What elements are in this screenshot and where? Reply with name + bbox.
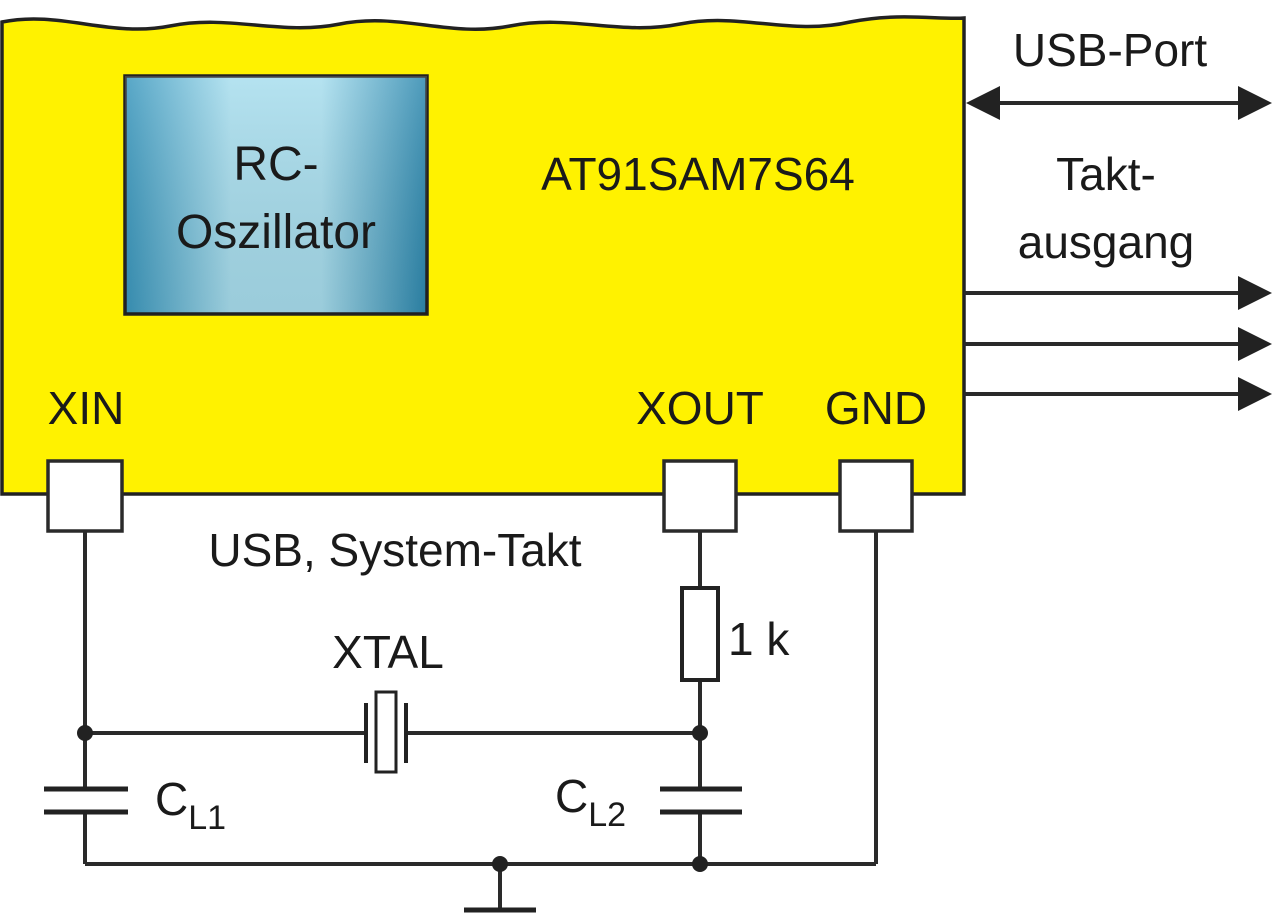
pin-label-xin: XIN [48, 382, 125, 434]
usb-port-label: USB-Port [1013, 24, 1207, 76]
capacitor-cl1-label: CL1 [155, 773, 226, 837]
junction-dot-xin [77, 725, 93, 741]
clock-output-label-line1: Takt- [1056, 148, 1156, 200]
capacitor-cl2-subscript: L2 [588, 796, 626, 834]
clock-output-arrow-1 [964, 276, 1272, 310]
pin-label-xout: XOUT [636, 382, 764, 434]
capacitor-cl2-label: CL2 [555, 770, 626, 834]
oscillator-label-line1: RC- [233, 138, 318, 191]
crystal-label: XTAL [332, 626, 444, 678]
capacitor-cl1-subscript: L1 [188, 799, 226, 837]
resistor-label: 1 k [728, 613, 790, 665]
clock-output-label-line2: ausgang [1018, 216, 1195, 268]
pin-xout [662, 459, 738, 533]
resistor-symbol [680, 586, 720, 682]
clock-output-arrow-2 [964, 327, 1272, 361]
pin-gnd [838, 459, 914, 533]
capacitor-cl2 [660, 786, 742, 815]
pin-label-gnd: GND [825, 382, 927, 434]
chip-name-label: AT91SAM7S64 [541, 148, 855, 200]
capacitor-cl2-main: C [555, 770, 588, 822]
junction-dot-cl2-ground [692, 856, 708, 872]
system-clock-label: USB, System-Takt [208, 524, 581, 576]
junction-dot-ground [492, 856, 508, 872]
rc-oscillator-block: RC- Oszillator [123, 74, 429, 316]
capacitor-cl1 [44, 786, 128, 815]
capacitor-cl1-main: C [155, 773, 188, 825]
usb-port-arrow [966, 86, 1272, 120]
crystal-symbol [364, 690, 408, 774]
pin-xin [46, 459, 124, 533]
junction-dot-xout [692, 725, 708, 741]
oscillator-label-line2: Oszillator [176, 206, 376, 259]
clock-output-arrow-3 [964, 377, 1272, 411]
